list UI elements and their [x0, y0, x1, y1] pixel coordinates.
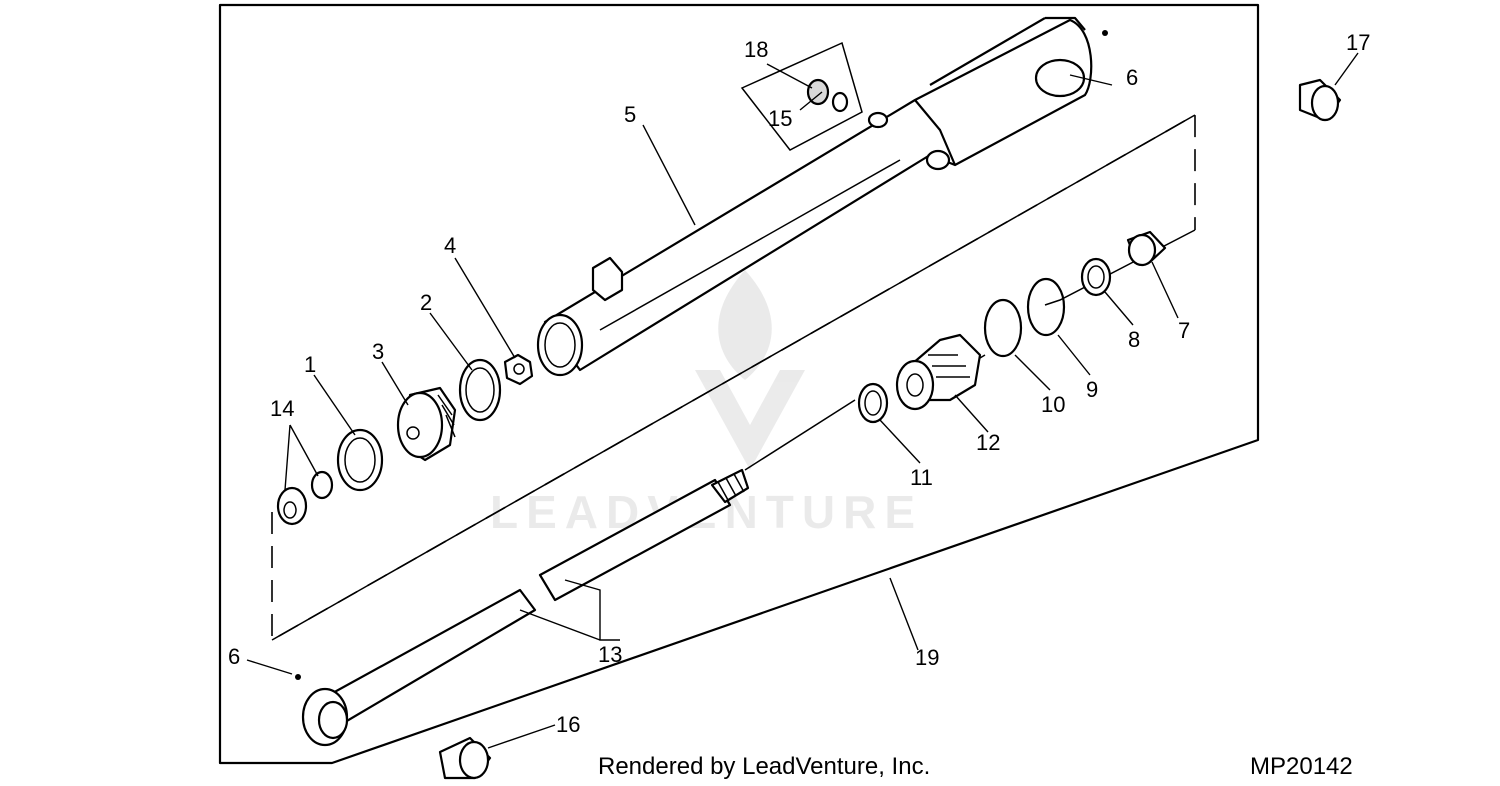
grease-fitting-6-upper	[1102, 30, 1108, 36]
grease-fitting-6-lower	[295, 674, 301, 680]
gland-12	[895, 333, 982, 411]
callout-12: 12	[976, 430, 1000, 455]
ring-8	[1080, 257, 1112, 297]
callout-3: 3	[372, 339, 384, 364]
leadventure-flame-logo	[695, 270, 805, 470]
callout-4: 4	[444, 233, 456, 258]
callout-17: 17	[1346, 30, 1370, 55]
o-ring-9	[1026, 277, 1066, 337]
bushing-17	[1298, 78, 1342, 122]
leader-lines	[246, 52, 1359, 749]
piston-rod-13	[301, 468, 750, 747]
callout-16: 16	[556, 712, 580, 737]
piston-3	[396, 386, 457, 462]
callout-14: 14	[270, 396, 294, 421]
callout-5: 5	[624, 102, 636, 127]
callout-8: 8	[1128, 327, 1140, 352]
callout-11: 11	[910, 465, 933, 490]
rendered-by-credit: Rendered by LeadVenture, Inc.	[598, 753, 930, 780]
o-ring-15	[831, 91, 849, 113]
diagram-id: MP20142	[1250, 753, 1353, 780]
callout-19: 19	[915, 645, 939, 670]
bushing-7	[1126, 230, 1167, 267]
nut-4	[503, 353, 534, 386]
seal-11	[857, 382, 889, 424]
callout-1: 1	[304, 352, 316, 377]
ring-10	[983, 298, 1023, 358]
callout-9: 9	[1086, 377, 1098, 402]
callouts: 1 2 3 4 5 6 6 7 8 9 10 11 12 13 14 15 16…	[228, 30, 1370, 737]
callout-10: 10	[1041, 392, 1065, 417]
cylinder-barrel	[536, 16, 1093, 377]
callout-15: 15	[768, 106, 792, 131]
callout-18: 18	[744, 37, 768, 62]
callout-7: 7	[1178, 318, 1190, 343]
fitting-subassembly-box	[740, 41, 863, 151]
callout-6-upper: 6	[1126, 65, 1138, 90]
ring-2	[458, 358, 502, 422]
kit-outline	[218, 3, 1260, 765]
bushing-16	[438, 736, 492, 780]
assembly-lines	[271, 113, 1196, 642]
callout-2: 2	[420, 290, 432, 315]
callout-13: 13	[598, 642, 622, 667]
fitting-18	[806, 78, 830, 106]
seal-kit-14	[276, 470, 334, 526]
callout-6-lower: 6	[228, 644, 240, 669]
seal-1	[336, 428, 384, 492]
